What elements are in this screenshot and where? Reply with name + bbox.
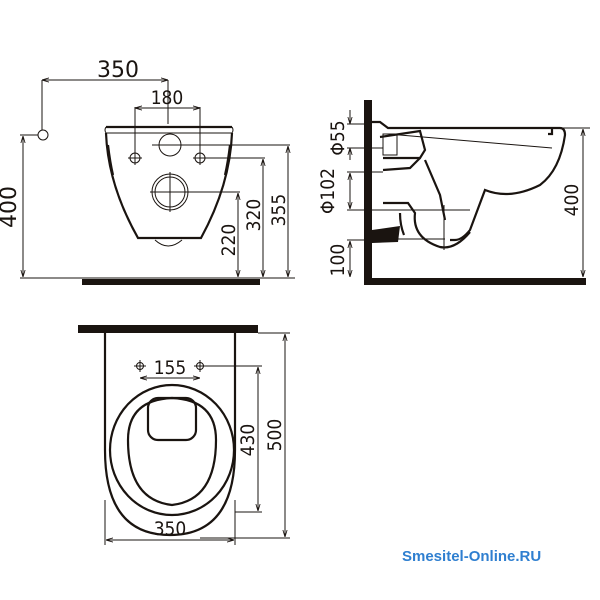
bowl-top-outline [103,333,237,537]
dim-top-holes-label: 155 [154,357,187,379]
dim-top-width-label: 350 [154,518,187,540]
seat-inner [126,396,218,507]
bowl-outline [104,132,234,240]
dim-bolts-label: 320 [243,199,265,232]
dim-outlet-dia-label: Φ102 [317,168,339,214]
dim-side-height-label: 400 [561,184,583,217]
seat-outer [108,383,236,517]
dim-inlet-label: 355 [268,194,290,227]
top-view: 155 430 500 350 [78,325,290,545]
watermark: Smesitel-Online.RU [402,548,542,565]
bowl-profile [372,120,567,242]
dim-length-label: 500 [264,419,286,452]
wall-slab [78,325,258,333]
dim-seat-label: 430 [237,424,259,457]
water-inlet-symbol [37,129,49,141]
dim-height-label: 400 [0,186,22,228]
front-view: 350 400 180 220 320 355 [0,58,295,285]
dim-width-label: 350 [97,58,139,83]
dim-floor-label: 100 [327,244,349,277]
wall [364,100,372,285]
floor-slab [82,279,260,285]
floor [364,278,586,285]
dim-holes-label: 180 [151,87,184,109]
dim-inlet-dia-label: Φ55 [327,120,349,155]
dim-drain-label: 220 [218,224,240,257]
side-view: Φ55 Φ102 100 400 [317,100,590,285]
seat-lid [146,396,198,442]
